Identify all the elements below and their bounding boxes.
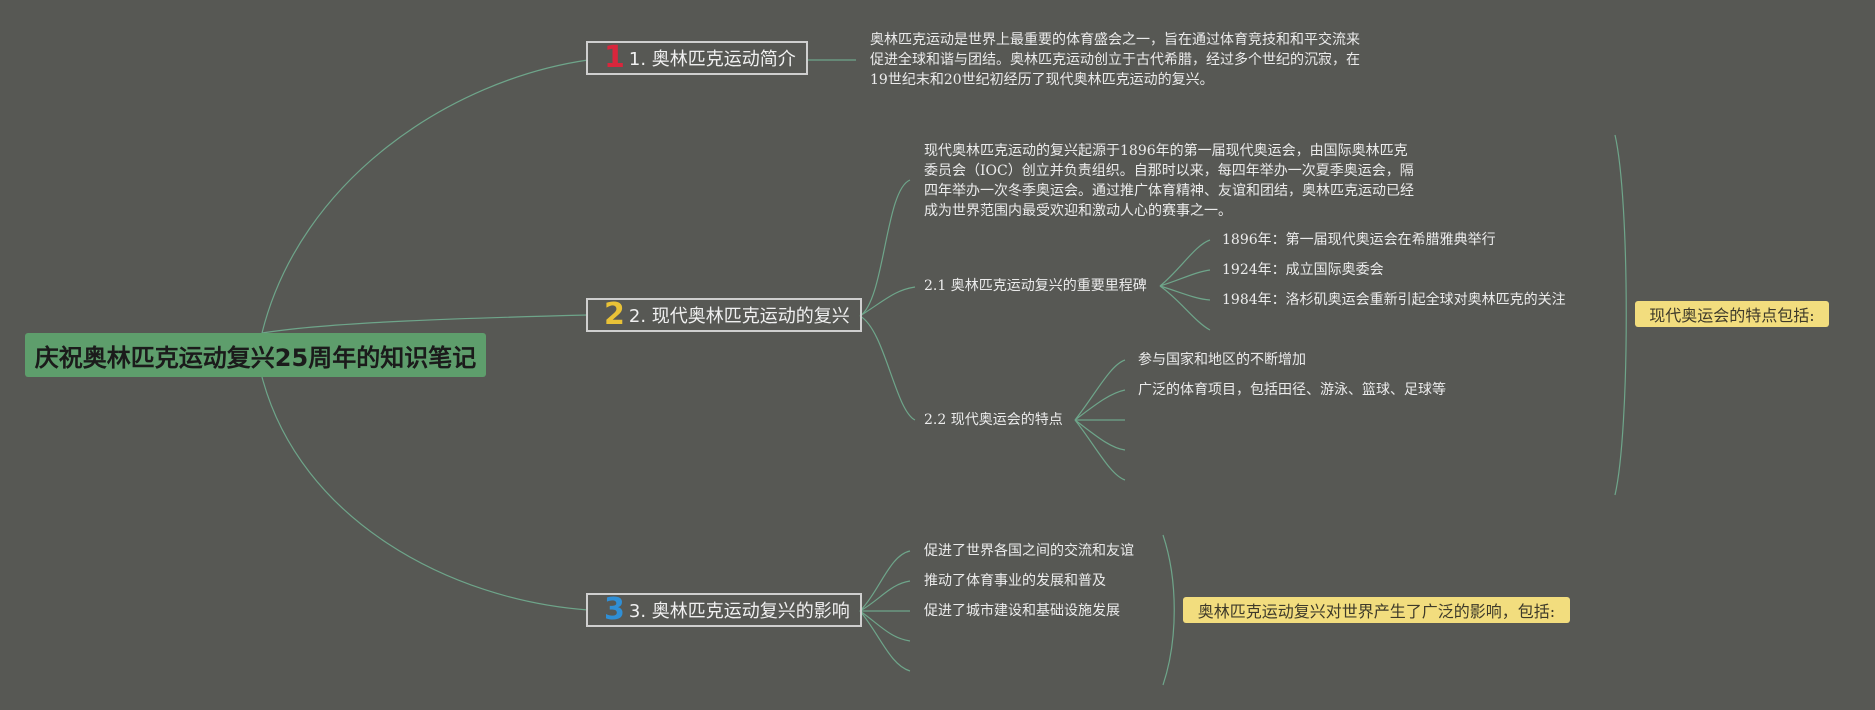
root-topic[interactable]: 庆祝奥林匹克运动复兴25周年的知识笔记 [25, 333, 486, 377]
topic-1-label: 1. 奥林匹克运动简介 [628, 49, 796, 70]
connector-sub-1-item-4 [1159, 285, 1211, 331]
topic-1-description[interactable]: 奥林匹克运动是世界上最重要的体育盛会之一，旨在通过体育竞技和和平交流来促进全球和… [870, 32, 1360, 88]
main-topic-3[interactable]: 3 3. 奥林匹克运动复兴的影响 [586, 593, 862, 627]
topic-2-summary-text: 现代奥运会的特点包括: [1649, 306, 1815, 325]
topic-3-summary-text: 奥林匹克运动复兴对世界产生了广泛的影响，包括: [1197, 602, 1556, 621]
connector-root-topic-2 [261, 314, 589, 334]
main-topic-2[interactable]: 2 2. 现代奥林匹克运动的复兴 [586, 298, 862, 332]
connector-topic-2-sub-1 [859, 286, 916, 317]
summary-brace-topic-3 [1162, 534, 1175, 686]
topic-3-label: 3. 奥林匹克运动复兴的影响 [628, 601, 850, 622]
connector-topic-3-item-5 [859, 610, 911, 672]
connector-sub-1-item-3 [1159, 285, 1211, 301]
topic-1-number-icon: 1 [604, 40, 625, 75]
connector-sub-2-item-4 [1074, 419, 1126, 451]
connector-root-topic-1 [261, 59, 589, 334]
connector-root-topic-3 [261, 376, 589, 611]
summary-brace-topic-2 [1614, 134, 1627, 496]
topic-3-summary-callout[interactable]: 奥林匹克运动复兴对世界产生了广泛的影响，包括: [1183, 597, 1570, 623]
subtopic-2-2-item-2[interactable]: 广泛的体育项目，包括田径、游泳、篮球、足球等 [1138, 382, 1446, 398]
subtopic-2-2[interactable]: 2.2 现代奥运会的特点 [924, 412, 1063, 428]
connector-topic-2-desc [859, 179, 911, 317]
connector-sub-1-item-1 [1159, 239, 1211, 287]
topic-2-description[interactable]: 现代奥林匹克运动的复兴起源于1896年的第一届现代奥运会，由国际奥林匹克委员会（… [924, 143, 1414, 219]
connector-topic-2-sub-2 [859, 315, 916, 421]
topic-3-number-icon: 3 [604, 592, 625, 627]
subtopic-2-1-item-1[interactable]: 1896年：第一届现代奥运会在希腊雅典举行 [1222, 232, 1496, 248]
subtopic-2-1-item-2[interactable]: 1924年：成立国际奥委会 [1222, 262, 1384, 278]
connector-topic-3-item-2 [859, 580, 911, 612]
connector-topic-3-item-1 [859, 550, 911, 612]
subtopic-2-1-item-3[interactable]: 1984年：洛杉矶奥运会重新引起全球对奥林匹克的关注 [1222, 292, 1566, 308]
topic-3-item-1[interactable]: 促进了世界各国之间的交流和友谊 [924, 543, 1134, 559]
subtopic-2-2-item-1[interactable]: 参与国家和地区的不断增加 [1138, 352, 1306, 368]
subtopic-2-1[interactable]: 2.1 奥林匹克运动复兴的重要里程碑 [924, 278, 1147, 294]
connector-sub-2-item-1 [1074, 359, 1126, 421]
connector-sub-2-item-5 [1074, 419, 1126, 481]
topic-2-label: 2. 现代奥林匹克运动的复兴 [628, 306, 850, 327]
connector-sub-2-item-2 [1074, 389, 1126, 421]
topic-3-item-2[interactable]: 推动了体育事业的发展和普及 [924, 573, 1106, 589]
root-title: 庆祝奥林匹克运动复兴25周年的知识笔记 [34, 343, 477, 372]
topic-2-number-icon: 2 [604, 297, 625, 332]
topic-3-item-3[interactable]: 促进了城市建设和基础设施发展 [924, 603, 1120, 619]
connector-topic-3-item-4 [859, 610, 911, 642]
connector-sub-1-item-2 [1159, 269, 1211, 287]
main-topic-1[interactable]: 1 1. 奥林匹克运动简介 [586, 41, 808, 75]
topic-2-summary-callout[interactable]: 现代奥运会的特点包括: [1635, 301, 1829, 327]
